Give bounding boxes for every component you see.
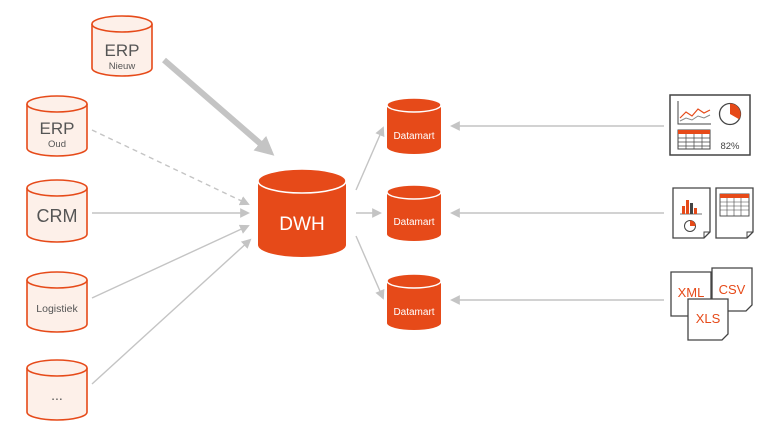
dwh-label: DWH [279,214,324,235]
source-logistiek-label: Logistiek [36,303,78,315]
line-chart-icon [677,101,711,125]
table-icon [677,129,711,150]
xls-file-icon: XLS [687,298,729,341]
arrow-more-to-dwh [91,238,252,385]
arrow-erp-new-to-dwh [162,57,275,156]
source-crm-label: CRM [37,206,78,226]
source-erp-new-label: ERP [105,41,140,60]
arrow-logistiek-to-dwh [91,224,250,299]
pie-chart-icon [718,102,742,126]
datamart-3-database: Datamart [386,273,442,330]
arrow-erp-old-to-dwh [91,129,250,206]
source-erp-old-label: ERP [40,119,75,138]
dashboard-icon: 82% [669,94,751,156]
exports-icon: CSV XML XLS [670,267,753,341]
dwh-database: DWH [257,168,347,257]
source-more-label: ... [51,387,63,403]
source-erp-old-database: ERP Oud [26,95,88,157]
table-document-icon [715,187,754,239]
arrow-dwh-to-datamart-3 [355,235,385,300]
source-logistiek-database: Logistiek [26,271,88,333]
xls-file-label: XLS [696,311,721,326]
datamart-1-label: Datamart [393,131,434,142]
source-erp-new-database: ERP Nieuw [91,15,153,77]
dashboard-percent-label: 82% [720,141,740,152]
datamart-2-database: Datamart [386,184,442,241]
datamart-1-database: Datamart [386,97,442,154]
source-erp-old-sublabel: Oud [48,139,66,150]
reports-icon [672,187,754,239]
arrow-dwh-to-datamart-1 [355,126,385,191]
bar-chart-document-icon [672,187,711,239]
source-crm-database: CRM [26,179,88,243]
source-erp-new-sublabel: Nieuw [109,61,136,72]
xml-file-label: XML [678,285,705,300]
datamart-2-label: Datamart [393,217,434,228]
datamart-3-label: Datamart [393,307,434,318]
csv-file-label: CSV [719,282,746,297]
source-more-database: ... [26,359,88,421]
